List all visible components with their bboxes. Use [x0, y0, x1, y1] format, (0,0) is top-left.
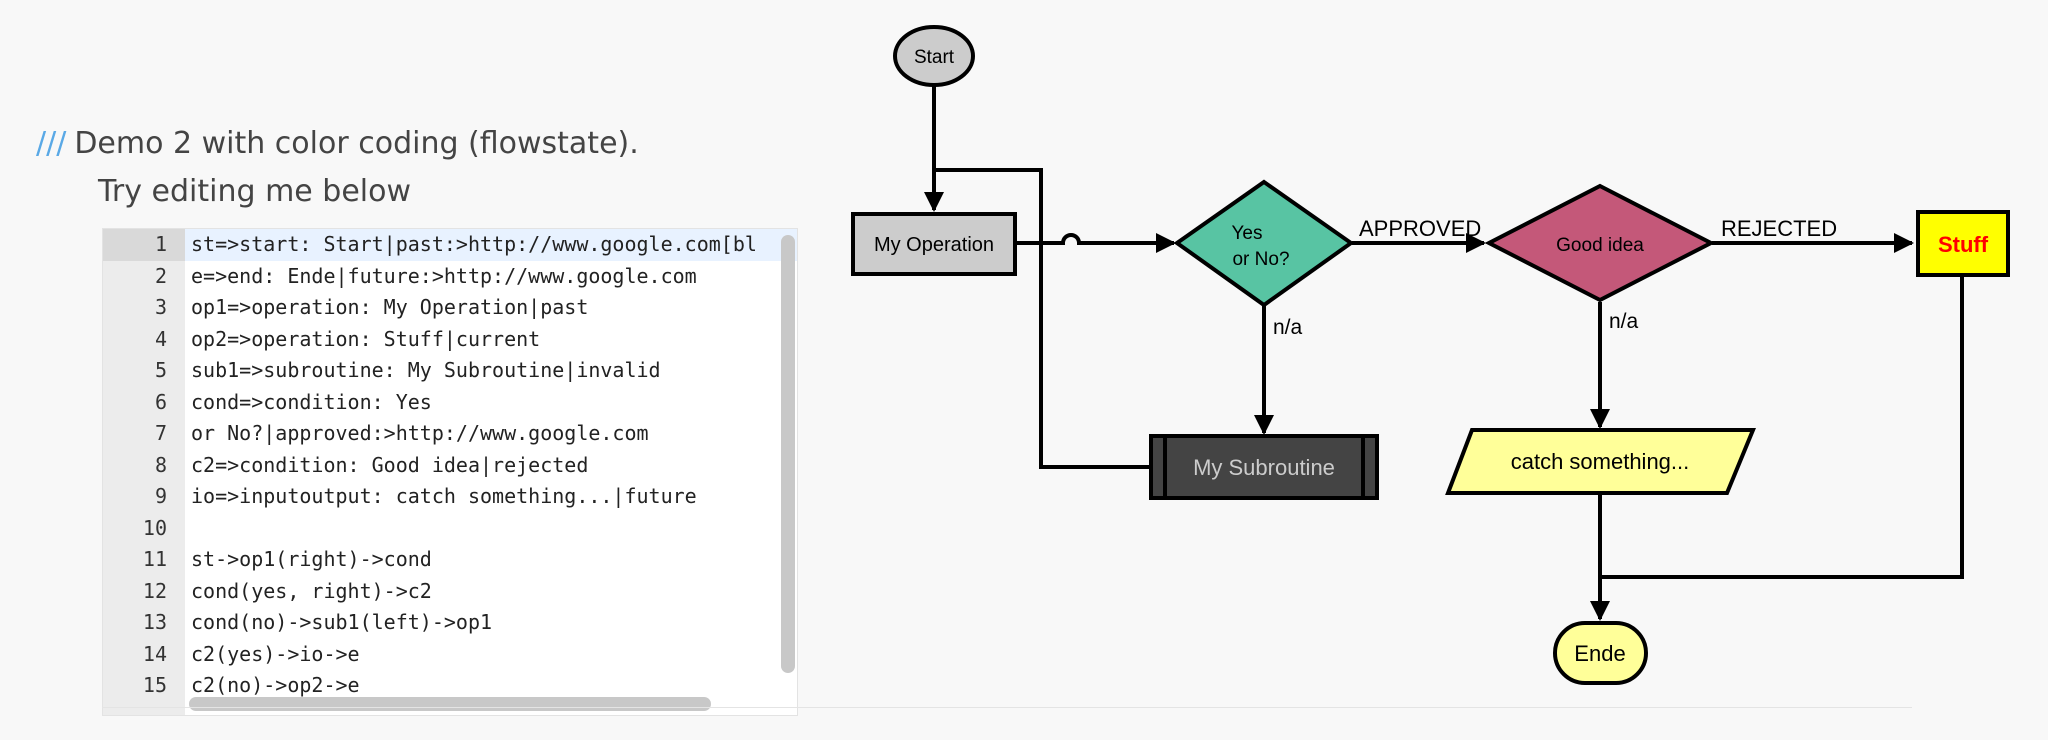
- code-text[interactable]: e=>end: Ende|future:>http://www.google.c…: [191, 263, 697, 288]
- cond-label-line-1: Yes: [1232, 223, 1263, 244]
- line-number: 13: [142, 610, 167, 634]
- sub1-label: My Subroutine: [1193, 455, 1335, 480]
- subroutine-node-sub1[interactable]: My Subroutine: [1149, 434, 1379, 500]
- code-text[interactable]: st=>start: Start|past:>http://www.google…: [191, 232, 757, 256]
- line-number: 3: [154, 295, 167, 319]
- edge-label-rejected: REJECTED: [1721, 216, 1837, 241]
- edge-label-approved: APPROVED: [1359, 216, 1481, 241]
- code-line[interactable]: 10: [103, 513, 797, 545]
- edge-op1-cond: [1016, 233, 1176, 253]
- heading-line-1: Demo 2 with color coding (flowstate).: [74, 126, 639, 161]
- code-text[interactable]: cond=>condition: Yes: [191, 389, 432, 414]
- start-label: Start: [914, 47, 955, 68]
- line-number: 10: [142, 515, 167, 540]
- start-node[interactable]: Start: [893, 25, 975, 87]
- line-number: 7: [154, 421, 167, 445]
- cond-label-line-2: or No?: [1232, 249, 1289, 270]
- condition-node-c2[interactable]: Good idea: [1484, 183, 1716, 303]
- io-label: catch something...: [1511, 449, 1690, 474]
- code-text[interactable]: cond(yes, right)->c2: [191, 578, 432, 603]
- code-text[interactable]: cond(no)->sub1(left)->op1: [191, 610, 493, 634]
- divider: [102, 707, 1912, 708]
- code-text[interactable]: or No?|approved:>http://www.google.com: [191, 421, 649, 445]
- comment-slashes: ///: [36, 126, 67, 161]
- edge-sub1-op1: [934, 168, 1150, 469]
- demo-heading: ///Demo 2 with color coding (flowstate).…: [36, 120, 776, 216]
- line-number: 1: [103, 229, 185, 261]
- edge-label-c2-no: n/a: [1609, 310, 1639, 333]
- line-number: 2: [154, 263, 167, 288]
- line-number: 15: [142, 673, 167, 697]
- code-line[interactable]: 8 c2=>condition: Good idea|rejected: [103, 450, 797, 482]
- operation-node-op1[interactable]: My Operation: [851, 212, 1017, 276]
- line-number: 11: [142, 547, 167, 571]
- code-line[interactable]: 9 io=>inputoutput: catch something...|fut…: [103, 481, 797, 513]
- line-number: 5: [154, 358, 167, 382]
- code-line[interactable]: 5 sub1=>subroutine: My Subroutine|invalid: [103, 355, 797, 387]
- code-line[interactable]: 3 op1=>operation: My Operation|past: [103, 292, 797, 324]
- vertical-scrollbar[interactable]: [781, 235, 795, 673]
- code-text[interactable]: op2=>operation: Stuff|current: [191, 326, 541, 351]
- code-line[interactable]: 2 e=>end: Ende|future:>http://www.google.…: [103, 261, 797, 293]
- line-number: 9: [154, 484, 167, 508]
- line-number: 14: [142, 641, 167, 666]
- line-number: 12: [142, 578, 167, 603]
- code-text[interactable]: io=>inputoutput: catch something...|futu…: [191, 484, 697, 508]
- code-line[interactable]: 13 cond(no)->sub1(left)->op1: [103, 607, 797, 639]
- end-node[interactable]: Ende: [1553, 621, 1648, 685]
- line-number: 4: [154, 326, 167, 351]
- op1-label: My Operation: [874, 234, 994, 256]
- op2-label: Stuff: [1938, 232, 1989, 257]
- code-text[interactable]: c2=>condition: Good idea|rejected: [191, 452, 589, 477]
- code-line[interactable]: 7 or No?|approved:>http://www.google.com: [103, 418, 797, 450]
- c2-label: Good idea: [1556, 235, 1644, 256]
- code-text[interactable]: op1=>operation: My Operation|past: [191, 295, 589, 319]
- code-text[interactable]: c2(no)->op2->e: [191, 673, 360, 697]
- end-label: Ende: [1574, 641, 1625, 666]
- inputoutput-node-io[interactable]: catch something...: [1445, 428, 1756, 495]
- code-line[interactable]: 11 st->op1(right)->cond: [103, 544, 797, 576]
- edge-label-cond-no: n/a: [1273, 316, 1303, 339]
- edge-op2-end: [1600, 276, 1964, 579]
- code-text[interactable]: sub1=>subroutine: My Subroutine|invalid: [191, 358, 661, 382]
- code-line[interactable]: 12 cond(yes, right)->c2: [103, 576, 797, 608]
- code-line[interactable]: 6 cond=>condition: Yes: [103, 387, 797, 419]
- code-text[interactable]: st->op1(right)->cond: [191, 547, 432, 571]
- line-number-gutter: [103, 229, 185, 715]
- code-line[interactable]: 4 op2=>operation: Stuff|current: [103, 324, 797, 356]
- line-number: 6: [154, 389, 167, 414]
- code-line[interactable]: 15 c2(no)->op2->e: [103, 670, 797, 702]
- condition-node-cond[interactable]: Yes or No?: [1173, 179, 1355, 308]
- heading-line-2: Try editing me below: [98, 174, 412, 209]
- operation-node-op2[interactable]: Stuff: [1916, 210, 2010, 277]
- code-text[interactable]: c2(yes)->io->e: [191, 641, 360, 666]
- code-line[interactable]: 14 c2(yes)->io->e: [103, 639, 797, 671]
- line-number: 8: [154, 452, 167, 477]
